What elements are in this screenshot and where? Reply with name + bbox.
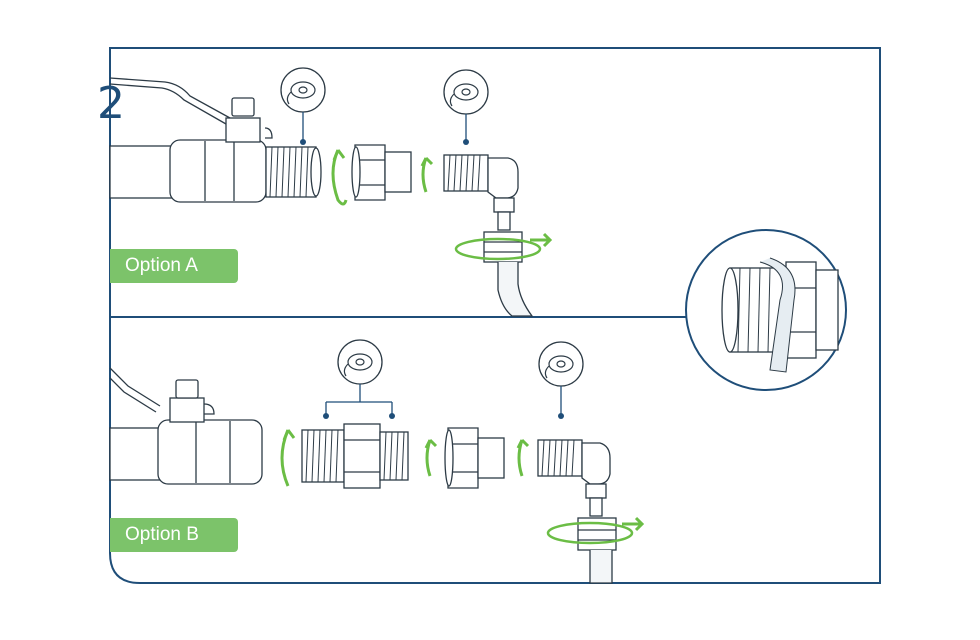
magnifier-detail-icon <box>685 229 847 391</box>
option-b-assembly <box>109 367 617 584</box>
thread-seal-tape-icon <box>538 341 584 419</box>
thread-seal-tape-icon <box>323 339 395 419</box>
coupling-nut-icon <box>444 427 505 489</box>
option-b-label: Option B <box>110 518 238 552</box>
ball-valve-icon <box>109 367 263 485</box>
hex-nipple-icon <box>301 423 409 489</box>
thread-seal-tape-icon <box>280 67 326 145</box>
coupling-nut-icon <box>351 144 412 201</box>
option-a-label: Option A <box>110 249 238 283</box>
rotation-arrow-icon <box>331 149 553 261</box>
ball-valve-icon <box>109 77 322 203</box>
option-a-assembly <box>109 77 534 317</box>
elbow-fitting-icon <box>537 439 617 584</box>
rotation-arrow-icon <box>280 429 645 545</box>
step-number: 2 <box>97 78 125 129</box>
thread-seal-tape-icon <box>443 69 489 145</box>
elbow-fitting-icon <box>443 154 534 317</box>
frame-border <box>109 47 881 584</box>
